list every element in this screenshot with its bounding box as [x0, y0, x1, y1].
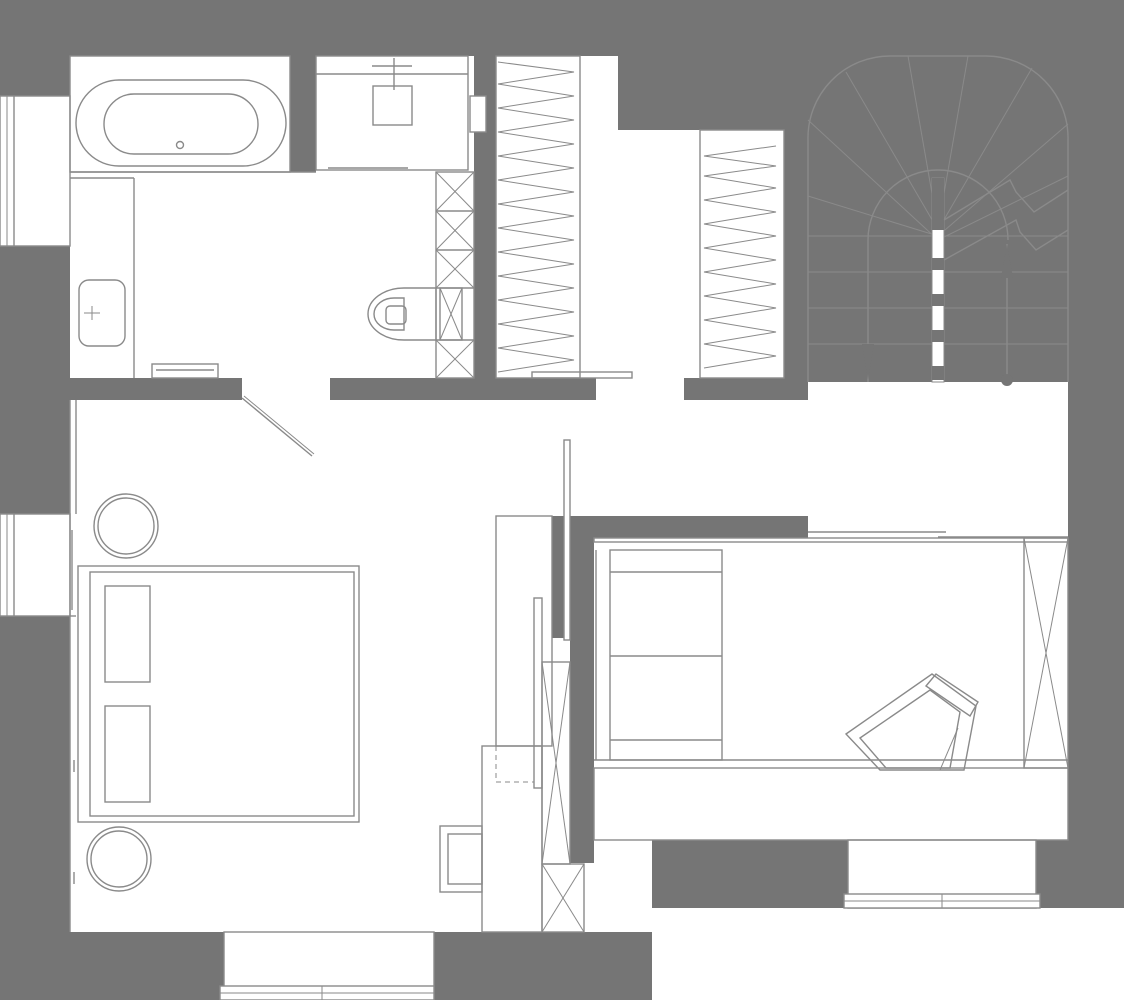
windows — [0, 95, 1041, 1000]
window-bedroom-left — [0, 513, 71, 617]
window-study-bottom — [843, 839, 1041, 909]
window-bedroom-bottom — [219, 931, 435, 1000]
bedroom-desk — [439, 825, 483, 893]
bedroom-door — [241, 397, 313, 457]
partition-wardrobe-hall — [684, 378, 808, 400]
wardrobe-left — [495, 55, 633, 379]
sink-icon — [78, 279, 126, 347]
bedroom — [69, 395, 585, 933]
sofa — [595, 549, 723, 761]
partition-bath-bedroom — [70, 378, 242, 400]
partition-wardrobe-stair — [784, 130, 808, 382]
toilet-icon — [367, 287, 437, 341]
partition-study-left — [570, 538, 594, 863]
armchair-icon — [844, 673, 979, 771]
wardrobe-right — [699, 129, 785, 379]
window-bathroom — [0, 95, 71, 247]
double-bed-icon — [77, 565, 360, 823]
partition-study-top — [552, 516, 808, 538]
nightstand-top — [93, 493, 159, 559]
bathroom — [69, 55, 316, 379]
wc — [315, 55, 487, 379]
partition-bath-wc — [290, 56, 316, 172]
partition-wc-wardrobe — [474, 56, 496, 378]
bathtub-icon — [103, 93, 259, 155]
partition-wc-hall — [330, 378, 596, 400]
spiral-staircase-icon — [807, 55, 1069, 386]
study-room — [593, 531, 1069, 841]
nightstand-bottom — [86, 826, 152, 892]
